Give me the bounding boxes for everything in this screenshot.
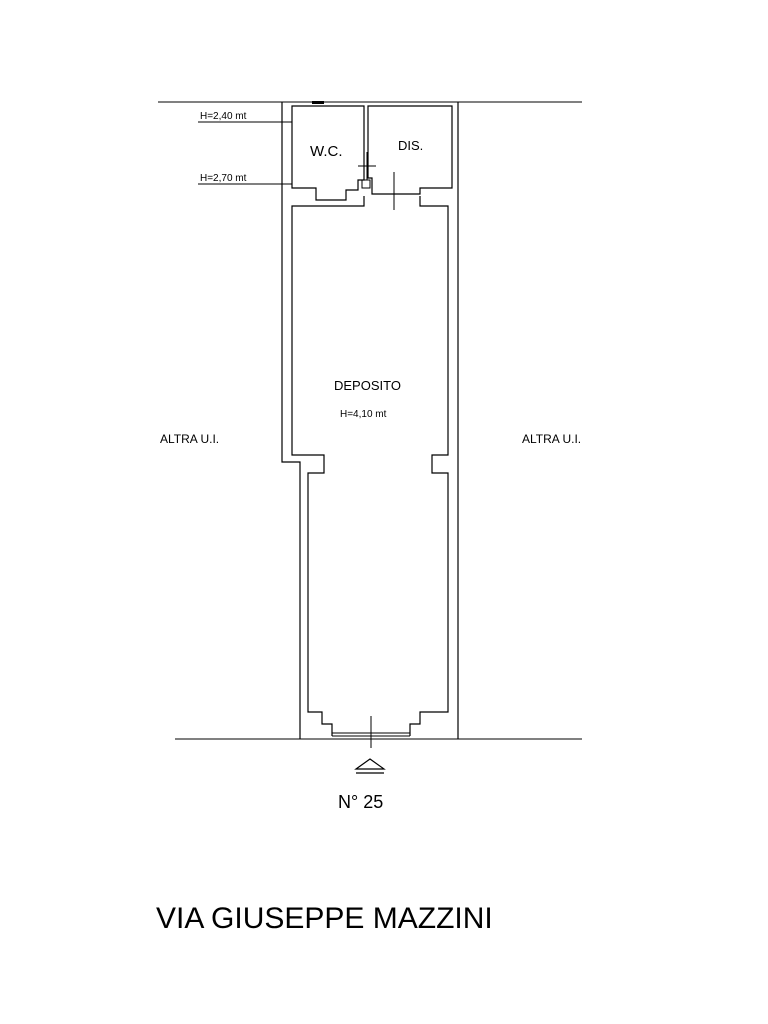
neighbor-right-label: ALTRA U.I. (522, 432, 581, 446)
room-deposito-label: DEPOSITO (334, 378, 401, 393)
entrance-arrow-icon (354, 758, 386, 774)
height-wc-bottom-label: H=2,70 mt (200, 173, 247, 184)
wc-room-wall (291, 105, 365, 201)
room-dis-label: DIS. (398, 138, 423, 153)
top-marker (312, 101, 324, 104)
outer-wall (281, 102, 459, 739)
height-deposito-label: H=4,10 mt (340, 409, 387, 420)
dis-room-wall (367, 105, 453, 195)
deposito-room-wall (291, 196, 449, 736)
room-wc-label: W.C. (310, 143, 343, 160)
neighbor-left-label: ALTRA U.I. (160, 432, 219, 446)
door-jamb (361, 179, 371, 189)
entrance-number-label: N° 25 (338, 792, 383, 812)
street-name-label: VIA GIUSEPPE MAZZINI (156, 902, 493, 935)
height-wc-top-label: H=2,40 mt (200, 111, 247, 122)
